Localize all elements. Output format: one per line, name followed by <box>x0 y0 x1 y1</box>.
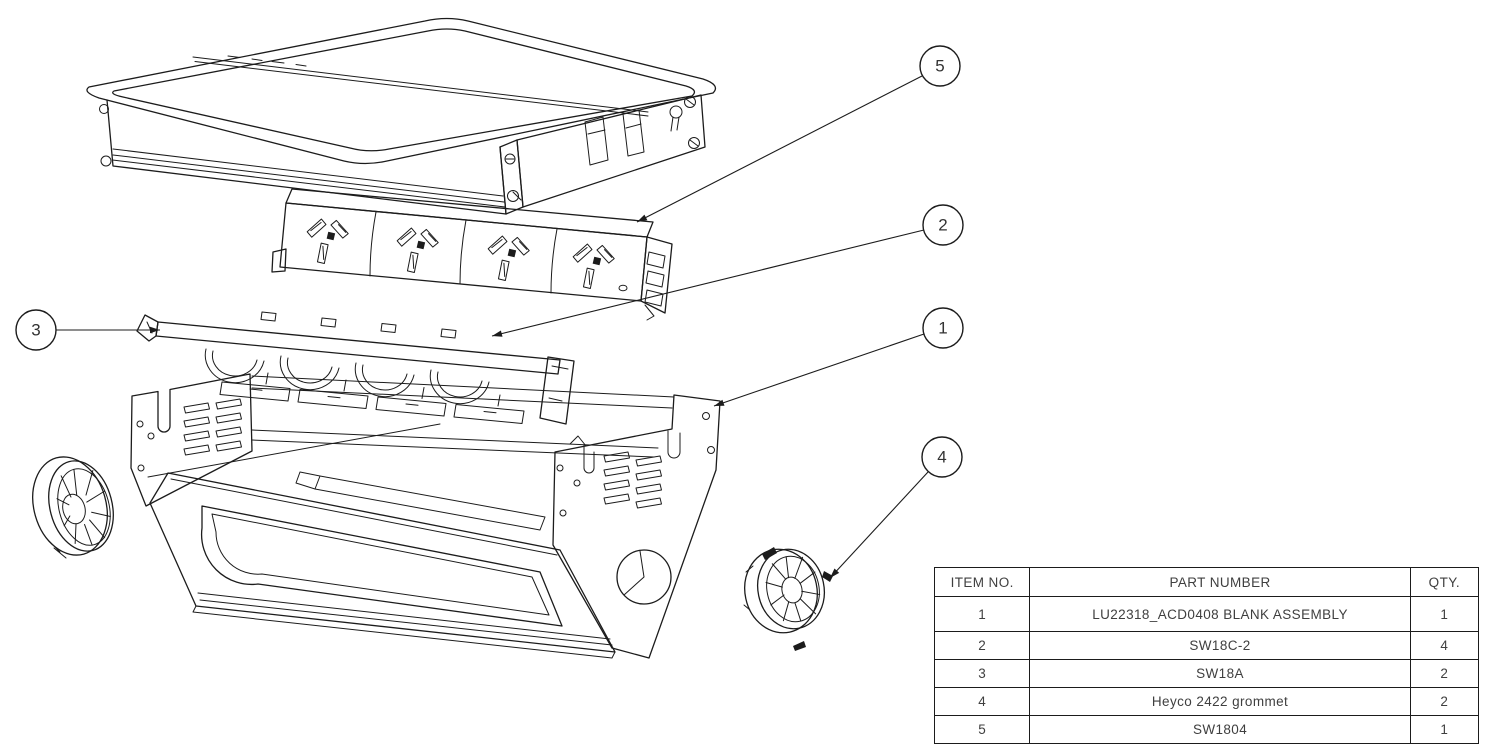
bom-item-no: 2 <box>933 631 1031 660</box>
bom-row-2: 2 SW18C-2 4 <box>933 631 1480 660</box>
bom-row-1: 1 LU22318_ACD0408 BLANK ASSEMBLY 1 <box>933 596 1480 632</box>
bom-row-5: 5 SW1804 1 <box>933 715 1480 744</box>
power-strip-drawing <box>271 188 673 321</box>
bom-header-qty: QTY. <box>1409 567 1480 597</box>
callout-balloon-1: 1 <box>922 307 964 349</box>
bom-header-part-number: PART NUMBER <box>1029 567 1411 597</box>
grommet-left-drawing <box>32 456 114 559</box>
mounting-rail-drawing <box>136 311 575 425</box>
bom-row-4: 4 Heyco 2422 grommet 2 <box>933 687 1480 716</box>
cover-assembly-drawing <box>86 17 717 215</box>
bom-part-number: Heyco 2422 grommet <box>1029 687 1411 716</box>
socket-module-1 <box>306 218 349 265</box>
socket-module-4 <box>572 243 615 290</box>
callout-balloon-5: 5 <box>919 45 961 87</box>
grommet-right-drawing <box>743 547 833 651</box>
bom-qty: 1 <box>1409 715 1480 744</box>
socket-module-3 <box>487 235 530 282</box>
bom-part-number: LU22318_ACD0408 BLANK ASSEMBLY <box>1029 596 1411 632</box>
bom-qty: 1 <box>1409 596 1480 632</box>
callout-number-2: 2 <box>938 216 947 235</box>
bom-part-number: SW18A <box>1029 659 1411 688</box>
bom-part-number: SW1804 <box>1029 715 1411 744</box>
bom-qty: 2 <box>1409 687 1480 716</box>
bom-header-item-no: ITEM NO. <box>933 567 1031 597</box>
callout-balloon-4: 4 <box>921 436 963 478</box>
bom-qty: 4 <box>1409 631 1480 660</box>
callout-balloon-2: 2 <box>922 204 964 246</box>
callout-number-4: 4 <box>937 448 946 467</box>
callout-number-1: 1 <box>938 319 947 338</box>
enclosure-drawing <box>130 373 721 659</box>
bom-header-row: ITEM NO. PART NUMBER QTY. <box>933 567 1480 597</box>
callout-leaders <box>56 75 929 579</box>
callout-number-5: 5 <box>935 57 944 76</box>
bom-item-no: 1 <box>933 596 1031 632</box>
bom-table: ITEM NO. PART NUMBER QTY. 1 LU22318_ACD0… <box>933 567 1480 744</box>
bom-qty: 2 <box>1409 659 1480 688</box>
bom-item-no: 4 <box>933 687 1031 716</box>
callout-number-3: 3 <box>31 321 40 340</box>
bom-row-3: 3 SW18A 2 <box>933 659 1480 688</box>
bom-item-no: 5 <box>933 715 1031 744</box>
bom-part-number: SW18C-2 <box>1029 631 1411 660</box>
socket-module-2 <box>396 227 439 274</box>
callout-balloon-3: 3 <box>15 309 57 351</box>
bom-item-no: 3 <box>933 659 1031 688</box>
